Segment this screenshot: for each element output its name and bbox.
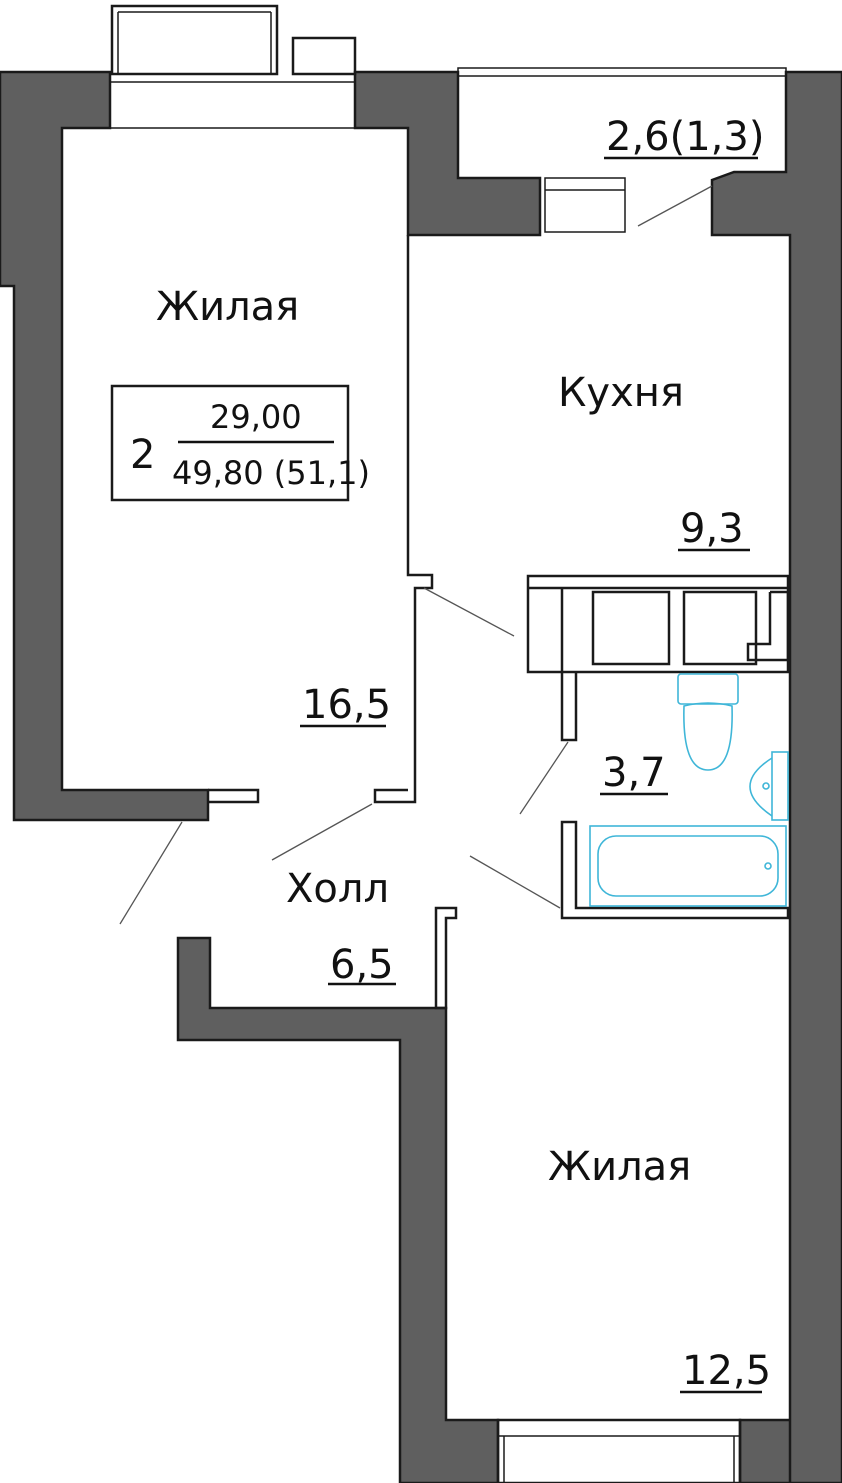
walls (0, 70, 842, 1483)
room-name-kitchen: Кухня (558, 370, 684, 416)
summary-frame (110, 384, 350, 502)
balcony-door (544, 177, 626, 233)
balcony-area: 2,6(1,3) (606, 114, 764, 160)
room-area-living-1: 16,5 (302, 682, 391, 728)
entrance-door (119, 821, 183, 925)
room-area-living-2: 12,5 (682, 1348, 771, 1394)
windows (110, 4, 787, 1483)
living-partition (373, 235, 434, 804)
living-door (271, 803, 373, 861)
kitchen-door (423, 587, 515, 637)
right-exterior-wall (710, 70, 842, 1483)
plumbing (589, 673, 789, 907)
bathroom-area: 3,7 (602, 750, 666, 796)
room-labels: Жилая 16,5 Кухня 9,3 Холл 6,5 Жилая 12,5… (156, 114, 771, 1394)
bedroom-door (469, 855, 561, 909)
room-name-hall: Холл (286, 866, 389, 912)
bay-window-top (110, 4, 279, 76)
top-middle-wall (353, 70, 542, 237)
left-exterior-wall (0, 70, 210, 822)
bathtub-icon (589, 825, 787, 907)
room-name-living-1: Жилая (156, 284, 299, 330)
lower-left-wall (176, 936, 500, 1483)
partitions (208, 235, 790, 1010)
room-area-hall: 6,5 (330, 942, 394, 988)
rooms-count: 2 (130, 432, 155, 478)
balcony-rail (457, 67, 787, 77)
room-name-living-2: Жилая (548, 1144, 691, 1190)
room-area-kitchen: 9,3 (680, 506, 744, 552)
toilet-icon (677, 673, 739, 771)
hall-stub (434, 906, 458, 1010)
bathroom-wall-top (560, 672, 578, 742)
door-frame (208, 788, 260, 804)
bathroom-door (519, 741, 569, 815)
area-summary: 2 29,00 49,80 (51,1) (110, 384, 370, 502)
sink-icon (749, 751, 789, 821)
living-area-total: 29,00 (210, 398, 302, 436)
bottom-window (496, 1418, 742, 1483)
total-area: 49,80 (51,1) (172, 454, 370, 492)
bathroom-wall-bottom (560, 820, 790, 920)
door-swings (119, 587, 569, 925)
